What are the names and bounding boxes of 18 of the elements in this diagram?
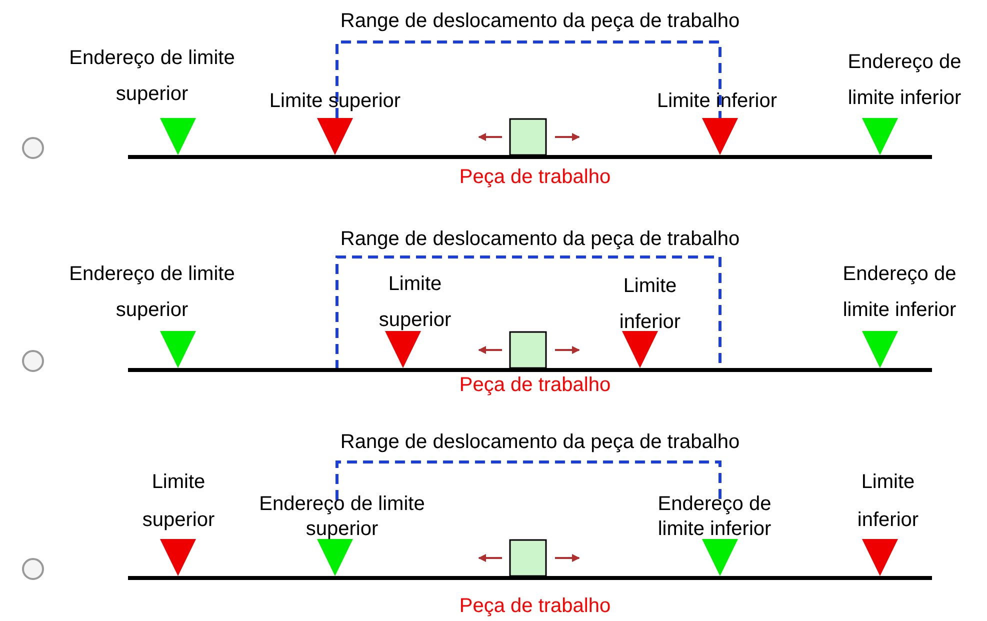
marker-label: Limite superior <box>268 89 402 114</box>
marker-label: Endereço de limite superior <box>68 262 236 323</box>
workpiece-label: Peça de trabalho <box>458 594 612 619</box>
range-caption: Range de deslocamento da peça de trabalho <box>339 430 741 455</box>
marker-label: Limite inferior <box>656 89 778 114</box>
marker-label: Endereço de limite inferior <box>842 262 958 323</box>
marker-label: Limite inferior <box>856 470 920 533</box>
marker-label: Endereço de limite inferior <box>656 492 772 542</box>
marker-label: Endereço de limite superior <box>68 46 236 107</box>
range-caption: Range de deslocamento da peça de trabalho <box>339 227 741 252</box>
marker-label: Limite inferior <box>618 274 682 335</box>
marker-label: Endereço de limite superior <box>258 492 426 542</box>
marker-label: Limite superior <box>141 470 216 533</box>
range-caption: Range de deslocamento da peça de trabalho <box>339 9 741 34</box>
workpiece-label: Peça de trabalho <box>458 373 612 398</box>
marker-label: Limite superior <box>378 272 452 333</box>
workpiece-label: Peça de trabalho <box>458 165 612 190</box>
marker-label: Endereço de limite inferior <box>846 50 962 111</box>
